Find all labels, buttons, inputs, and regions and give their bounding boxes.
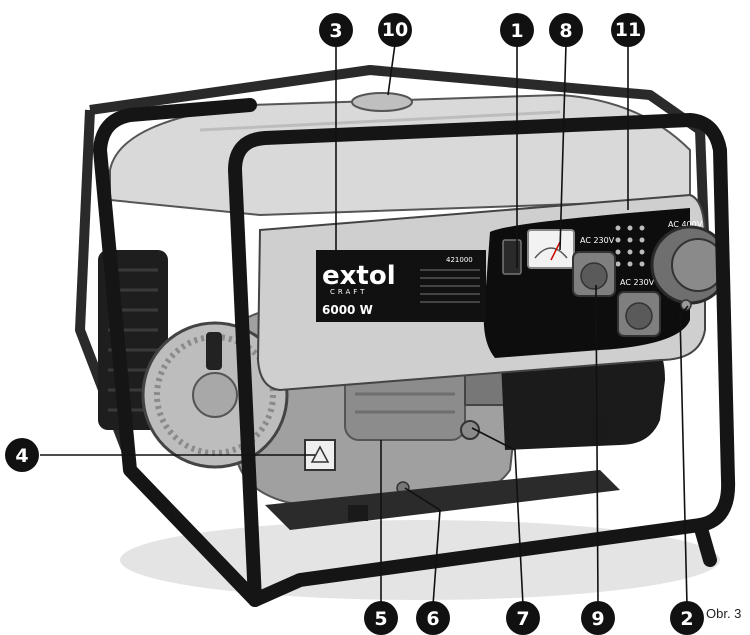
rating-label: extol CRAFT 6000 W 421000 [316, 250, 486, 322]
vibration-mount [348, 505, 368, 521]
callout-1-label: 1 [510, 20, 523, 42]
figure-caption: Obr. 3 [706, 606, 742, 621]
socket-400v [650, 225, 730, 305]
circuit-breakers [615, 225, 645, 267]
warning-symbol [310, 445, 330, 463]
callout-8-label: 8 [559, 20, 572, 42]
brand-logo-sub: CRAFT [330, 288, 367, 296]
callout-9: 9 [581, 601, 615, 635]
socket-230v-upper [572, 251, 616, 297]
callout-11-label: 11 [615, 19, 641, 41]
leader-lines [40, 43, 689, 606]
callout-4-label: 4 [15, 445, 28, 467]
grounding-terminal [680, 299, 692, 311]
socket-label-lower: AC 230V [620, 278, 655, 287]
callout-8: 8 [549, 13, 583, 47]
callout-2-label: 2 [680, 608, 693, 630]
starter-handle [206, 332, 222, 370]
leader-9 [595, 284, 599, 606]
callout-2: 2 [670, 601, 704, 635]
front-frame [93, 98, 736, 607]
callout-5: 5 [364, 601, 398, 635]
callout-6-label: 6 [426, 608, 439, 630]
leader-6 [404, 487, 441, 606]
leader-2 [679, 305, 689, 606]
leader-7 [471, 427, 524, 606]
callout-7: 7 [506, 601, 540, 635]
power-rating: 6000 W [322, 303, 373, 317]
callout-1: 1 [500, 13, 534, 47]
callout-7-label: 7 [516, 608, 529, 630]
leader-10 [387, 43, 396, 96]
voltmeter [527, 229, 575, 269]
callout-10: 10 [378, 13, 412, 47]
callout-4: 4 [5, 438, 39, 472]
model-code: 421000 [446, 256, 473, 264]
socket-label-400v: AC 400V [668, 220, 703, 229]
callout-6: 6 [416, 601, 450, 635]
callout-10-label: 10 [382, 19, 408, 41]
leader-8 [559, 43, 567, 251]
vibration-mount-right [590, 415, 608, 445]
socket-label-upper: AC 230V [580, 236, 615, 245]
callout-3: 3 [319, 13, 353, 47]
callout-11: 11 [611, 13, 645, 47]
oil-filler-cap [460, 420, 480, 440]
callout-5-label: 5 [374, 608, 387, 630]
callout-9-label: 9 [591, 608, 604, 630]
callout-3-label: 3 [329, 20, 342, 42]
brand-logo: extol [322, 261, 396, 291]
socket-230v-lower [617, 291, 661, 337]
fuel-cap [351, 92, 413, 112]
engine-switch [502, 239, 522, 275]
